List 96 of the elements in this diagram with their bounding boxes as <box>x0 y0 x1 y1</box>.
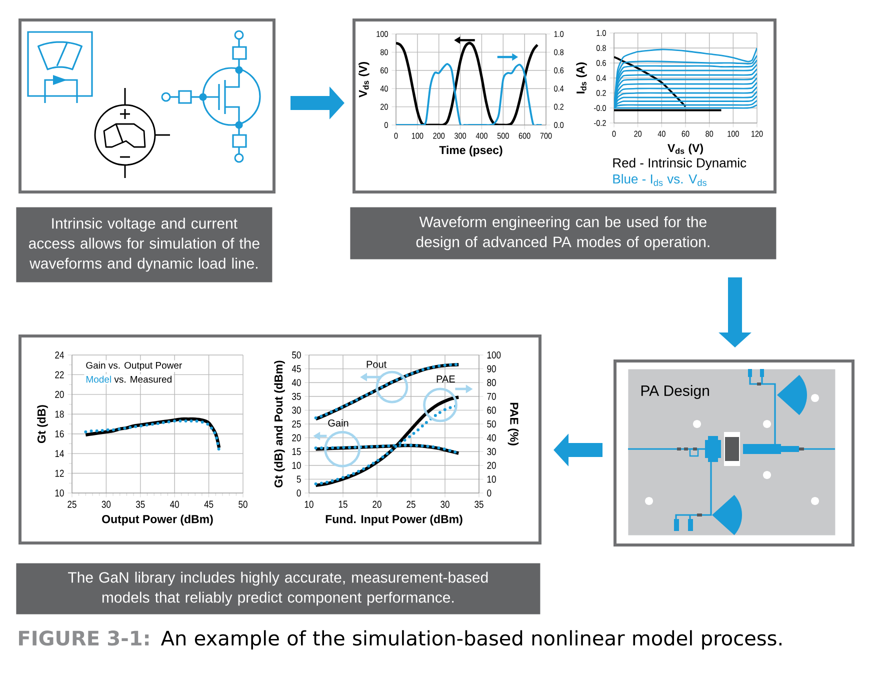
x-tick-label: 20 <box>634 130 642 137</box>
y-axis-title: V$_{ds}$ (V) <box>358 62 370 98</box>
y2-tick-label: 0.0 <box>554 122 564 128</box>
y-tick-label: 35 <box>292 392 301 400</box>
y-tick-label: 10 <box>55 489 64 497</box>
y2-tick-label: 0 <box>487 489 492 497</box>
x-tick-label: 400 <box>476 132 488 139</box>
y-tick-label: -0.0 <box>594 104 606 111</box>
x-tick-label: 50 <box>238 500 248 508</box>
x-tick-label: 30 <box>102 500 111 508</box>
y-tick-label: 50 <box>292 351 301 359</box>
x-tick-label: 500 <box>497 132 509 139</box>
x-tick-label: 40 <box>658 130 666 137</box>
y-tick-label: 60 <box>380 67 388 74</box>
text: Model <box>86 376 111 383</box>
y-tick-label: 40 <box>292 379 301 386</box>
y-tick-label: 100 <box>376 30 388 37</box>
y2-tick-label: 50 <box>487 420 496 428</box>
y-tick-label: 0.8 <box>596 44 606 51</box>
x-axis-title: Fund. Input Power (dBm) <box>326 514 462 526</box>
x-axis-title: V$_{ds}$ (V) <box>668 144 703 154</box>
x-tick-label: 700 <box>540 132 552 139</box>
x-tick-label: 10 <box>304 500 314 508</box>
y-tick-label: 80 <box>380 49 388 56</box>
x-tick-label: 0 <box>612 130 616 137</box>
y2-tick-label: 90 <box>487 365 496 372</box>
y-tick-label: 20 <box>292 434 301 442</box>
y2-tick-label: 0.6 <box>554 67 564 74</box>
y-tick-label: 22 <box>55 371 64 378</box>
chart-title: Gain vs. Output Power <box>84 360 184 372</box>
y2-tick-label: 60 <box>487 406 496 414</box>
y-tick-label: 10 <box>292 462 301 469</box>
y-tick-label: 20 <box>55 390 64 398</box>
y-tick-label: 20 <box>380 104 388 110</box>
x-tick-label: 300 <box>454 132 466 139</box>
y-tick-label: 18 <box>55 410 64 418</box>
x-tick-label: 25 <box>406 500 416 508</box>
x-tick-label: 40 <box>170 500 179 508</box>
y2-tick-label: 1.0 <box>554 30 564 37</box>
y-tick-label: 30 <box>292 406 301 414</box>
y-tick-label: 1.0 <box>596 30 606 36</box>
y2-tick-label: 10 <box>487 476 496 483</box>
annotation: vs. <box>114 377 126 383</box>
x-tick-label: 20 <box>372 500 382 508</box>
annotation-label: Gain <box>328 419 348 427</box>
y-tick-label: 0.6 <box>596 60 606 66</box>
x-axis-title: Time (psec) <box>439 146 502 156</box>
y-tick-label: 0.2 <box>596 90 606 96</box>
y-axis-title: I$_{ds}$ (A) <box>576 62 587 94</box>
x-tick-label: 80 <box>706 130 714 137</box>
x-tick-label: 25 <box>68 500 76 508</box>
y-axis-title: Gt (dB) and Pout (dBm) <box>274 360 285 488</box>
x-tick-label: 100 <box>728 130 739 137</box>
y2-tick-label: 100 <box>487 351 501 359</box>
y-tick-label: 0 <box>296 489 301 497</box>
y2-tick-label: 80 <box>487 379 496 386</box>
y2-tick-label: 0.2 <box>554 104 564 110</box>
x-tick-label: 600 <box>518 132 530 139</box>
annotation-label: PAE <box>436 376 455 382</box>
y-tick-label: -0.2 <box>594 120 606 126</box>
x-tick-label: 120 <box>752 130 763 137</box>
x-axis-title: Output Power (dBm) <box>102 514 213 526</box>
y-tick-label: 25 <box>292 420 301 428</box>
y2-axis-title: PAE (%) <box>508 402 519 446</box>
y-tick-label: 0.4 <box>596 74 606 81</box>
figure-caption: FIGURE 3-1: An example of the simulation-based nonlinear model process. <box>19 630 782 650</box>
y-tick-label: 0 <box>384 122 388 128</box>
y-axis-title: Gt (dB) <box>37 405 48 444</box>
x-tick-label: 35 <box>136 500 145 508</box>
y-tick-label: 15 <box>292 448 301 456</box>
y-tick-label: 12 <box>55 470 64 477</box>
y2-tick-label: 0.8 <box>554 49 564 56</box>
x-tick-label: 45 <box>204 500 214 508</box>
y-tick-label: 24 <box>55 352 64 358</box>
legend-text: Blue - I$_{ds}$ vs. V$_{ds}$ <box>613 174 706 186</box>
y-tick-label: 40 <box>380 86 388 92</box>
x-tick-label: 35 <box>474 500 484 508</box>
annotation-label: Pout <box>366 360 387 368</box>
y-tick-label: 14 <box>55 450 64 458</box>
x-tick-label: 15 <box>338 500 348 508</box>
legend-text: Model vs. Measured <box>84 374 174 384</box>
x-tick-label: 30 <box>440 500 450 508</box>
y2-tick-label: 70 <box>487 392 496 400</box>
x-tick-label: 100 <box>412 132 424 139</box>
legend-text: Red - Intrinsic Dynamic <box>613 158 746 170</box>
y2-tick-label: 30 <box>487 448 496 456</box>
y-tick-label: 45 <box>292 365 301 372</box>
x-tick-label: 60 <box>682 130 690 137</box>
x-tick-label: 0 <box>394 132 398 139</box>
y-tick-label: 5 <box>296 476 301 483</box>
y2-tick-label: 20 <box>487 462 496 469</box>
y2-tick-label: 0.4 <box>554 86 564 92</box>
text: Measured <box>130 376 172 383</box>
x-tick-label: 200 <box>433 132 445 139</box>
y2-tick-label: 40 <box>486 434 496 442</box>
y-tick-label: 16 <box>55 430 64 438</box>
